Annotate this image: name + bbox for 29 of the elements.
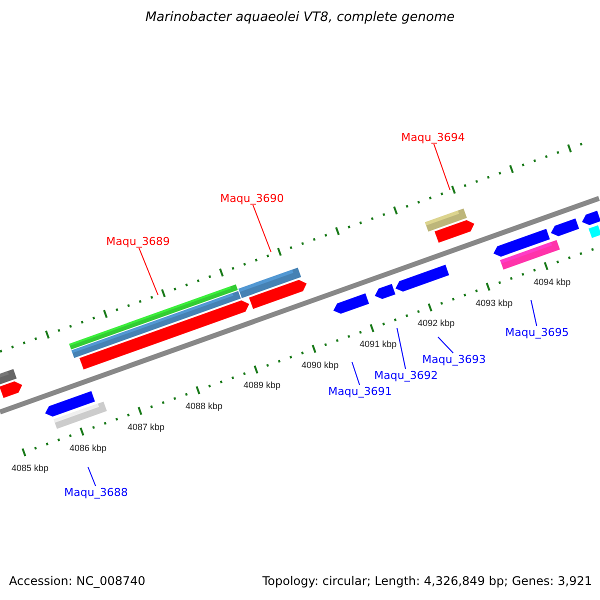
gene-label: Maqu_3691 xyxy=(328,386,392,397)
leader-line xyxy=(138,248,158,296)
gene-label: Maqu_3689 xyxy=(106,236,170,247)
gene-label: Maqu_3692 xyxy=(374,370,438,381)
leader-line xyxy=(88,466,96,486)
title: Marinobacter aquaeolei VT8, complete genome xyxy=(145,11,455,24)
gene-label: Maqu_3690 xyxy=(220,193,284,204)
gene-label: Maqu_3695 xyxy=(505,327,569,338)
leader-line xyxy=(352,362,360,386)
scale-label: 4094 kbp xyxy=(534,278,571,287)
accession-text: Accession: NC_008740 xyxy=(9,575,146,587)
scale-label: 4086 kbp xyxy=(69,444,106,453)
scale-label: 4093 kbp xyxy=(476,298,513,308)
gene-label: Maqu_3693 xyxy=(422,354,486,365)
gene-label: Maqu_3688 xyxy=(64,487,128,498)
scale-label: 4087 kbp xyxy=(128,422,165,432)
scale-label: 4089 kbp xyxy=(244,381,281,390)
scale-label: 4092 kbp xyxy=(418,319,455,328)
scale-label: 4091 kbp xyxy=(360,340,397,350)
leader-line xyxy=(530,300,538,326)
leader-line xyxy=(433,144,450,190)
genome-summary-text: Topology: circular; Length: 4,326,849 bp; Genes: 3,921 xyxy=(262,575,592,587)
leader-line xyxy=(252,204,272,252)
scale-label: 4085 kbp xyxy=(11,464,48,474)
scale-label: 4088 kbp xyxy=(186,402,223,412)
scale-label: 4090 kbp xyxy=(302,360,339,370)
gene-label: Maqu_3694 xyxy=(401,132,465,143)
leader-line xyxy=(438,336,454,354)
leader-line xyxy=(396,328,406,370)
